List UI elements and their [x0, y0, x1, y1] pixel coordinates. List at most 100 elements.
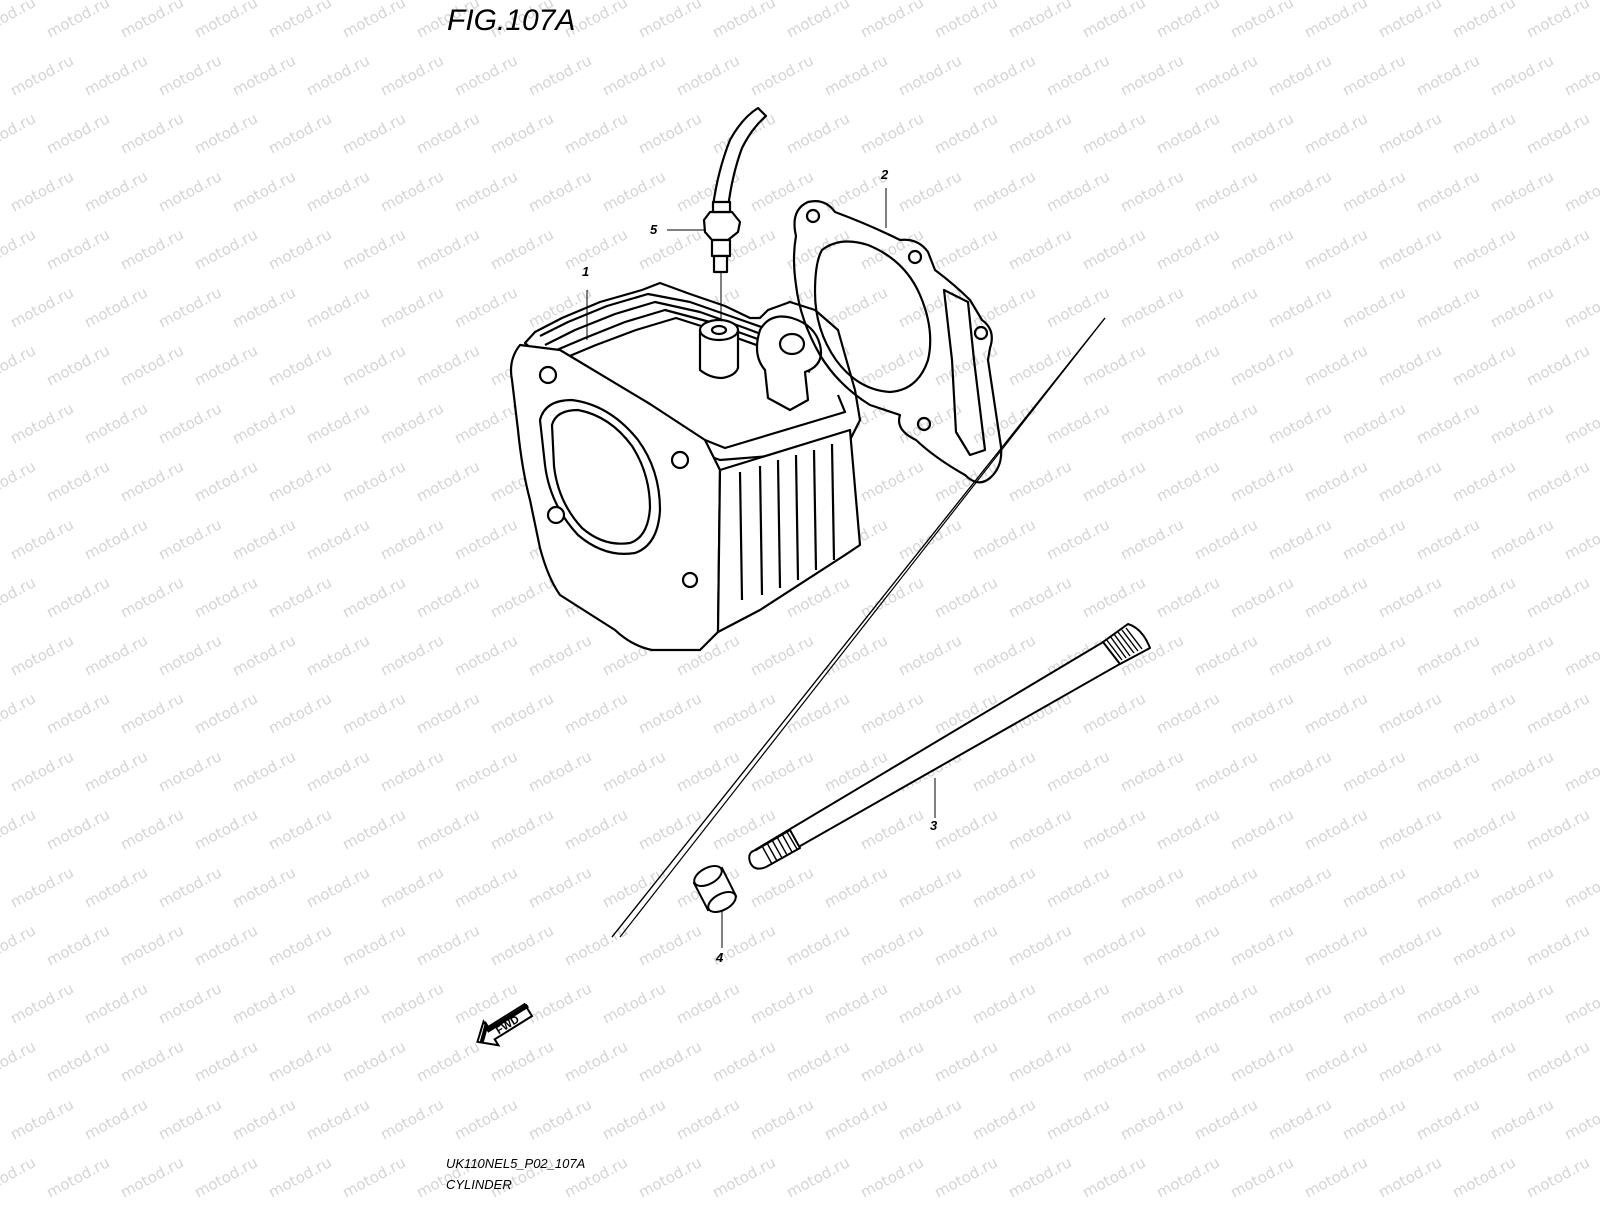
watermark-text: motod.ru: [413, 805, 482, 853]
watermark-text: motod.ru: [525, 979, 594, 1027]
watermark-text: motod.ru: [1153, 341, 1222, 389]
watermark-text: motod.ru: [599, 747, 668, 795]
watermark-text: motod.ru: [265, 805, 334, 853]
watermark-text: motod.ru: [1265, 51, 1334, 99]
watermark-text: motod.ru: [525, 51, 594, 99]
watermark-text: motod.ru: [1005, 225, 1074, 273]
watermark-text: motod.ru: [1523, 457, 1592, 505]
watermark-text: motod.ru: [1523, 573, 1592, 621]
watermark-text: motod.ru: [1227, 225, 1296, 273]
watermark-text: motod.ru: [43, 225, 112, 273]
cylinder-part[interactable]: [509, 281, 862, 652]
figure-code: UK110NEL5_P02_107A: [446, 1156, 586, 1171]
watermark-text: motod.ru: [747, 167, 816, 215]
watermark-text: motod.ru: [931, 573, 1000, 621]
watermark-text: motod.ru: [1191, 631, 1260, 679]
watermark-text: motod.ru: [7, 631, 76, 679]
watermark-text: motod.ru: [1191, 283, 1260, 331]
watermark-text: motod.ru: [1005, 109, 1074, 157]
watermark-text: motod.ru: [7, 863, 76, 911]
watermark-text: motod.ru: [1561, 167, 1600, 215]
watermark-text: motod.ru: [709, 1037, 778, 1085]
watermark-text: motod.ru: [1043, 399, 1112, 447]
watermark-text: motod.ru: [1079, 1037, 1148, 1085]
watermark-text: motod.ru: [43, 341, 112, 389]
watermark-text: motod.ru: [635, 921, 704, 969]
watermark-text: motod.ru: [561, 225, 630, 273]
watermark-text: motod.ru: [413, 109, 482, 157]
watermark-text: motod.ru: [303, 747, 372, 795]
watermark-text: motod.ru: [561, 1037, 630, 1085]
stud-bolt-part[interactable]: [748, 623, 1151, 870]
watermark-text: motod.ru: [303, 863, 372, 911]
watermark-text: motod.ru: [339, 805, 408, 853]
watermark-text: motod.ru: [117, 0, 186, 42]
watermark-text: motod.ru: [265, 225, 334, 273]
watermark-text: motod.ru: [377, 51, 446, 99]
watermark-text: motod.ru: [339, 225, 408, 273]
watermark-text: motod.ru: [1301, 109, 1370, 157]
watermark-text: motod.ru: [1339, 747, 1408, 795]
watermark-text: motod.ru: [1561, 399, 1600, 447]
dowel-pin-part[interactable]: [691, 862, 739, 916]
watermark-text: motod.ru: [969, 283, 1038, 331]
watermark-text: motod.ru: [1043, 283, 1112, 331]
callout-5: 5: [650, 222, 658, 237]
watermark-text: motod.ru: [117, 109, 186, 157]
watermark-text: motod.ru: [599, 167, 668, 215]
callout-2: 2: [881, 167, 889, 182]
watermark-text: motod.ru: [1043, 167, 1112, 215]
watermark-text: motod.ru: [81, 283, 150, 331]
watermark-text: motod.ru: [1375, 0, 1444, 42]
watermark-text: motod.ru: [1117, 167, 1186, 215]
watermark-text: motod.ru: [969, 863, 1038, 911]
watermark-text: motod.ru: [1523, 341, 1592, 389]
watermark-text: motod.ru: [1153, 921, 1222, 969]
watermark-text: motod.ru: [1079, 225, 1148, 273]
watermark-text: motod.ru: [377, 979, 446, 1027]
watermark-text: motod.ru: [1487, 631, 1556, 679]
watermark-text: motod.ru: [229, 51, 298, 99]
watermark-text: motod.ru: [413, 225, 482, 273]
callout-3: 3: [930, 818, 938, 833]
watermark-text: motod.ru: [117, 921, 186, 969]
watermark-text: motod.ru: [1227, 1153, 1296, 1200]
watermark-text: motod.ru: [1043, 1095, 1112, 1143]
watermark-text: motod.ru: [895, 51, 964, 99]
watermark-text: motod.ru: [191, 457, 260, 505]
watermark-text: motod.ru: [635, 805, 704, 853]
watermark-text: motod.ru: [1153, 1037, 1222, 1085]
watermark-text: motod.ru: [1117, 399, 1186, 447]
watermark-text: motod.ru: [821, 631, 890, 679]
watermark-text: motod.ru: [451, 1095, 520, 1143]
watermark-text: motod.ru: [1561, 51, 1600, 99]
hose-fitting-part[interactable]: [702, 106, 768, 274]
watermark-text: motod.ru: [0, 0, 39, 42]
watermark-text: motod.ru: [1191, 979, 1260, 1027]
watermark-text: motod.ru: [1079, 573, 1148, 621]
watermark-text: motod.ru: [339, 1037, 408, 1085]
watermark-text: motod.ru: [969, 979, 1038, 1027]
watermark-text: motod.ru: [1375, 921, 1444, 969]
watermark-text: motod.ru: [895, 979, 964, 1027]
watermark-text: motod.ru: [1339, 1095, 1408, 1143]
watermark-text: motod.ru: [191, 341, 260, 389]
watermark-text: motod.ru: [821, 979, 890, 1027]
watermark-text: motod.ru: [487, 225, 556, 273]
watermark-text: motod.ru: [673, 979, 742, 1027]
watermark-text: motod.ru: [1413, 283, 1482, 331]
watermark-text: motod.ru: [303, 515, 372, 563]
watermark-text: motod.ru: [377, 283, 446, 331]
watermark-text: motod.ru: [339, 573, 408, 621]
watermark-text: motod.ru: [1339, 631, 1408, 679]
watermark-text: motod.ru: [43, 1153, 112, 1200]
watermark-text: motod.ru: [303, 167, 372, 215]
gasket-part[interactable]: [792, 200, 1003, 484]
watermark-text: motod.ru: [1487, 283, 1556, 331]
watermark-text: motod.ru: [1117, 515, 1186, 563]
watermark-text: motod.ru: [1005, 1037, 1074, 1085]
watermark-text: motod.ru: [895, 631, 964, 679]
watermark-text: motod.ru: [487, 689, 556, 737]
watermark-text: motod.ru: [451, 283, 520, 331]
watermark-text: motod.ru: [265, 457, 334, 505]
